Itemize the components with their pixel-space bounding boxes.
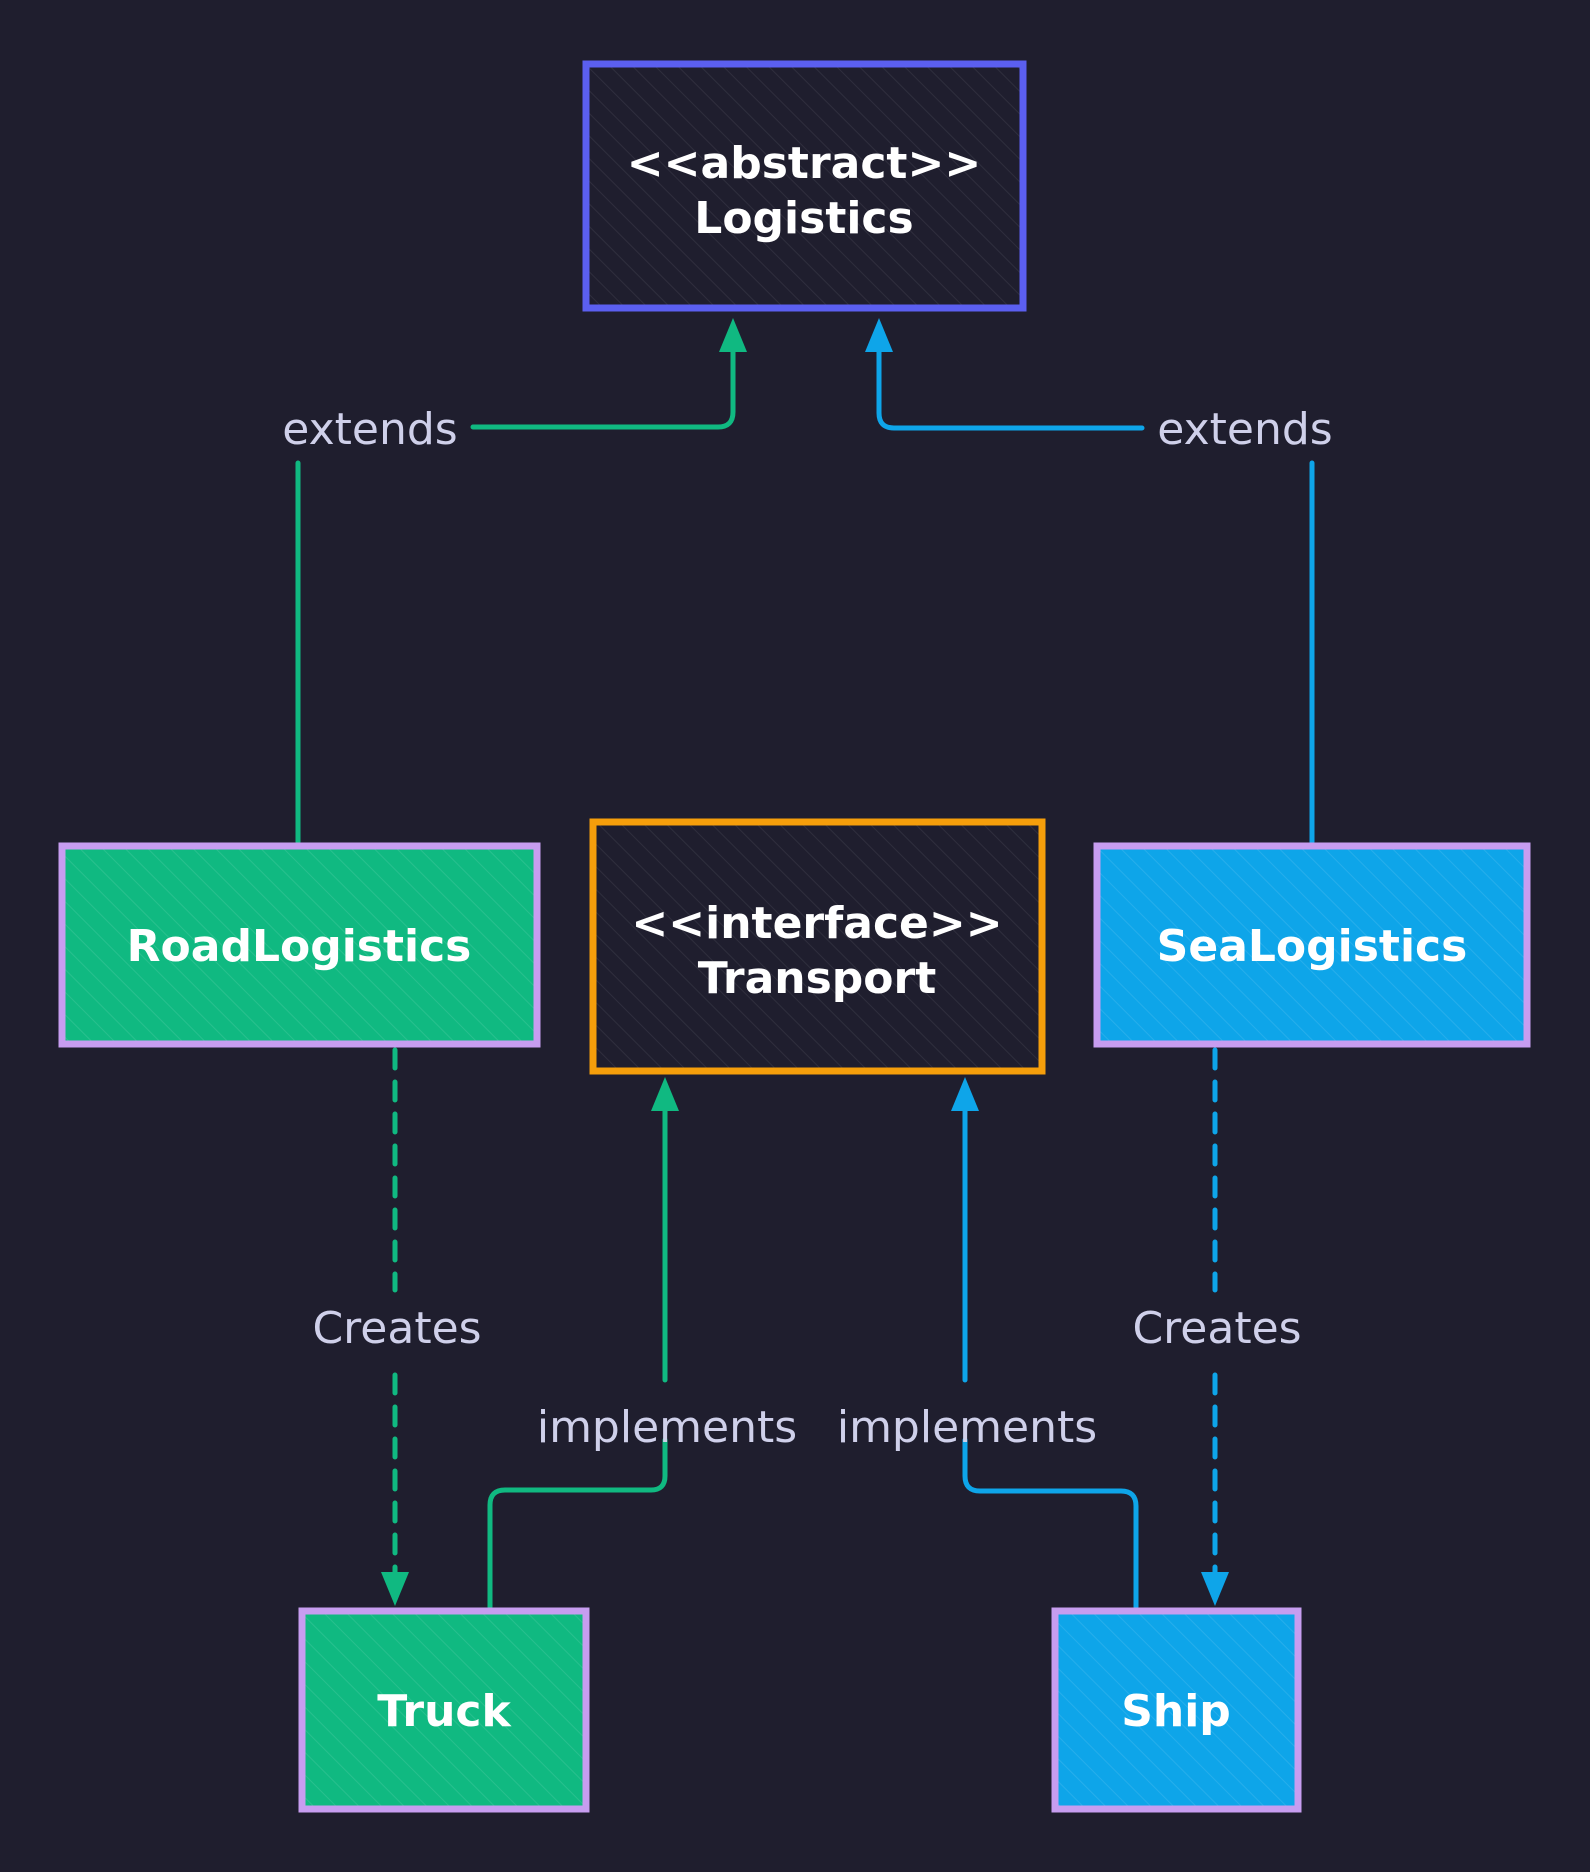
node-sea-logistics[interactable]: SeaLogistics (1093, 842, 1531, 1048)
node-logistics[interactable]: <<abstract>> Logistics (582, 60, 1027, 312)
node-road-logistics[interactable]: RoadLogistics (58, 842, 541, 1048)
node-ship-name: Ship (1121, 1686, 1231, 1737)
edge-truck-implements: implements (487, 1077, 797, 1610)
edge-sea-creates: Creates (1132, 1047, 1302, 1606)
edge-label-sea-creates: Creates (1132, 1303, 1301, 1354)
node-transport-stereotype: <<interface>> (631, 898, 1002, 949)
edge-ship-implements: implements (837, 1077, 1139, 1610)
node-road-logistics-name: RoadLogistics (127, 921, 472, 972)
node-transport-name: Transport (698, 953, 937, 1004)
edge-label-road-extends: extends (282, 404, 457, 455)
edge-label-road-creates: Creates (312, 1303, 481, 1354)
node-logistics-stereotype: <<abstract>> (627, 138, 981, 189)
arrowhead-icon (951, 1077, 979, 1111)
node-transport[interactable]: <<interface>> Transport (589, 818, 1046, 1075)
edge-label-ship-implements: implements (837, 1402, 1097, 1453)
edge-label-truck-implements: implements (537, 1402, 797, 1453)
arrowhead-icon (719, 318, 747, 352)
node-truck[interactable]: Truck (298, 1607, 590, 1813)
edge-road-extends: extends (282, 318, 747, 845)
arrowhead-icon (651, 1077, 679, 1111)
node-ship[interactable]: Ship (1051, 1607, 1302, 1813)
arrowhead-icon (381, 1572, 409, 1606)
arrowhead-icon (1201, 1572, 1229, 1606)
edge-road-creates: Creates (312, 1047, 482, 1606)
arrowhead-icon (865, 318, 893, 352)
node-logistics-name: Logistics (694, 193, 913, 244)
edge-label-sea-extends: extends (1157, 404, 1332, 455)
edge-sea-extends: extends (865, 318, 1333, 845)
node-sea-logistics-name: SeaLogistics (1157, 921, 1468, 972)
node-truck-name: Truck (377, 1686, 512, 1737)
